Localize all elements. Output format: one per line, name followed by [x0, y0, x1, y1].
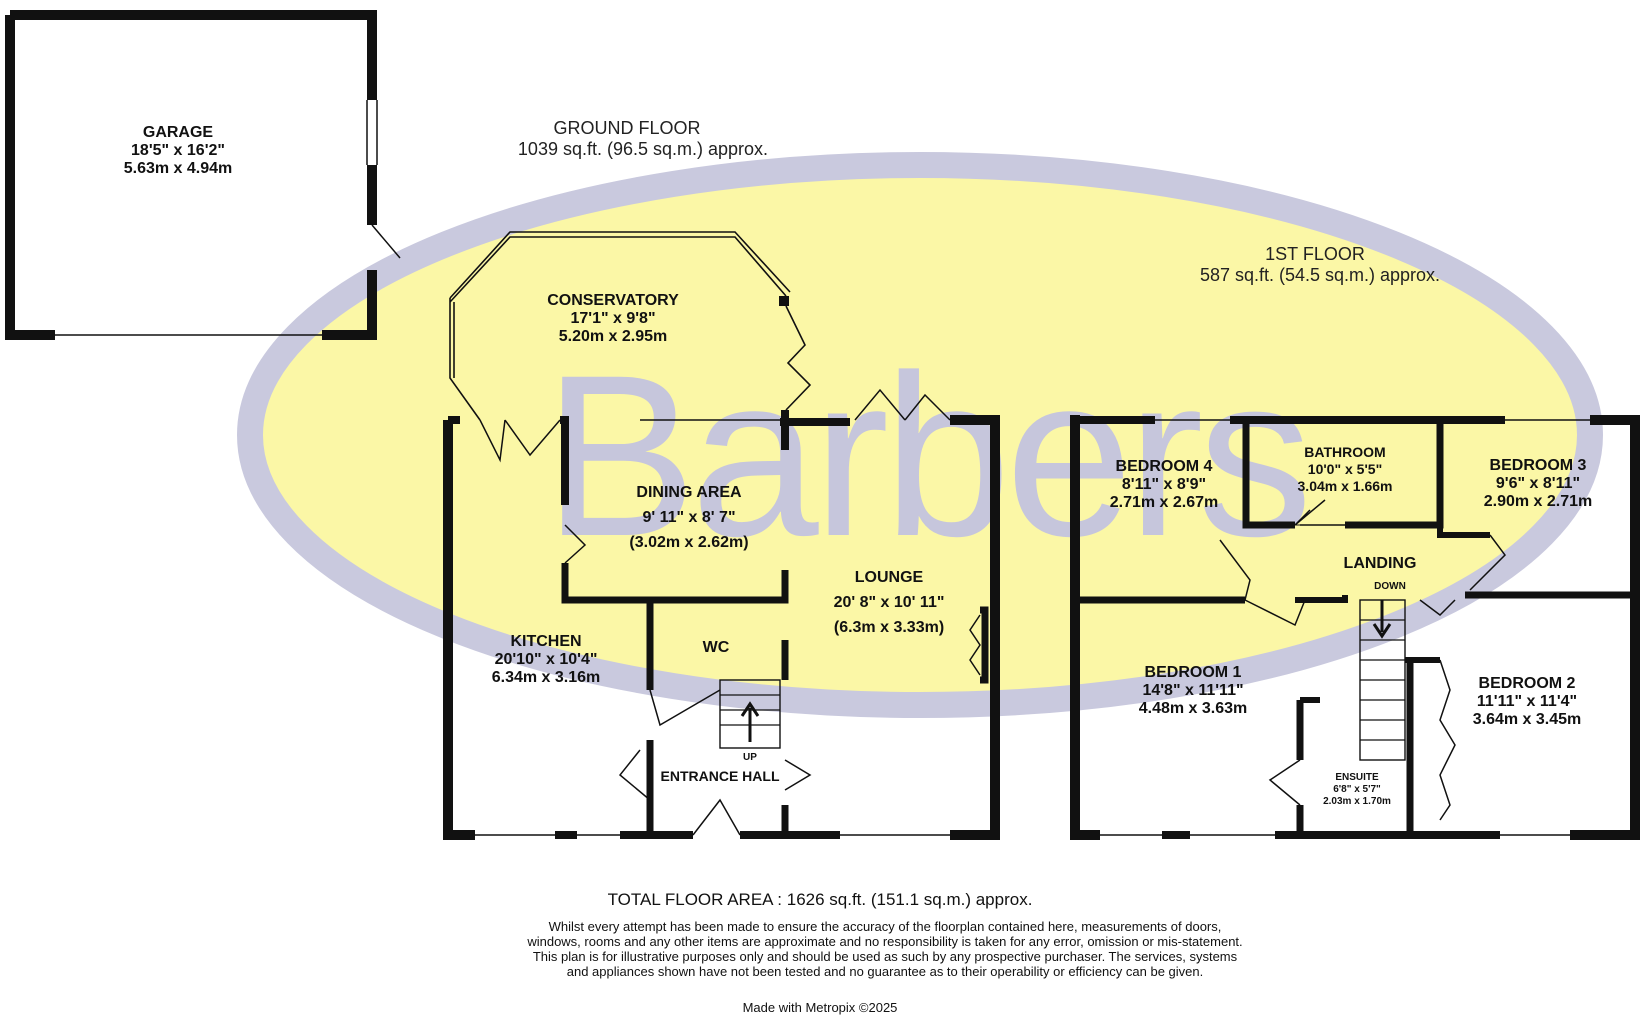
landing-name: LANDING	[1344, 555, 1417, 572]
room-label-lounge: LOUNGE 20' 8" x 10' 11" (6.3m x 3.33m)	[834, 569, 945, 636]
garage-walls	[5, 10, 401, 340]
lounge-imperial: 20' 8" x 10' 11"	[834, 594, 945, 611]
bathroom-metric: 3.04m x 1.66m	[1298, 478, 1393, 494]
bedroom3-metric: 2.90m x 2.71m	[1484, 493, 1593, 510]
watermark-ellipse	[237, 152, 1603, 718]
bedroom4-name: BEDROOM 4	[1116, 458, 1213, 475]
lounge-metric: (6.3m x 3.33m)	[834, 619, 944, 636]
lounge-name: LOUNGE	[855, 569, 924, 586]
ensuite-name: ENSUITE	[1335, 772, 1379, 783]
bedroom3-name: BEDROOM 3	[1490, 457, 1587, 474]
bedroom3-imperial: 9'6" x 8'11"	[1496, 475, 1580, 492]
ground-floor-area: 1039 sq.ft. (96.5 sq.m.) approx.	[518, 139, 768, 159]
room-label-bedroom4: BEDROOM 4 8'11" x 8'9" 2.71m x 2.67m	[1110, 458, 1219, 511]
conservatory-imperial: 17'1" x 9'8"	[570, 310, 655, 327]
dining-metric: (3.02m x 2.62m)	[629, 534, 748, 551]
first-floor-title: 1ST FLOOR	[1265, 244, 1365, 264]
entrance-hall-name: ENTRANCE HALL	[661, 768, 780, 784]
ground-floor-walls	[443, 388, 1000, 840]
conservatory-walls	[449, 231, 812, 421]
wc-name: WC	[703, 639, 730, 656]
room-label-ensuite: ENSUITE 6'8" x 5'7" 2.03m x 1.70m	[1323, 772, 1391, 807]
room-label-bathroom: BATHROOM 10'0" x 5'5" 3.04m x 1.66m	[1298, 444, 1393, 494]
bedroom2-imperial: 11'11" x 11'4"	[1477, 693, 1577, 710]
room-label-bedroom3: BEDROOM 3 9'6" x 8'11" 2.90m x 2.71m	[1484, 457, 1593, 510]
ensuite-imperial: 6'8" x 5'7"	[1333, 784, 1381, 795]
kitchen-name: KITCHEN	[510, 633, 581, 650]
first-floor-walls	[1070, 415, 1640, 840]
garage-imperial: 18'5" x 16'2"	[131, 142, 225, 159]
disclaimer-text: Whilst every attempt has been made to en…	[527, 919, 1243, 979]
bedroom4-imperial: 8'11" x 8'9"	[1122, 476, 1206, 493]
bedroom2-metric: 3.64m x 3.45m	[1473, 711, 1582, 728]
kitchen-imperial: 20'10" x 10'4"	[495, 651, 598, 668]
ensuite-metric: 2.03m x 1.70m	[1323, 796, 1391, 807]
bedroom4-metric: 2.71m x 2.67m	[1110, 494, 1219, 511]
garage-name: GARAGE	[143, 124, 214, 141]
room-label-bedroom2: BEDROOM 2 11'11" x 11'4" 3.64m x 3.45m	[1473, 675, 1582, 728]
bedroom2-name: BEDROOM 2	[1479, 675, 1576, 692]
hall-stair-label: UP	[743, 752, 757, 763]
first-floor-area: 587 sq.ft. (54.5 sq.m.) approx.	[1200, 265, 1440, 285]
room-label-conservatory: CONSERVATORY 17'1" x 9'8" 5.20m x 2.95m	[547, 292, 679, 345]
bathroom-name: BATHROOM	[1304, 444, 1385, 460]
bedroom1-name: BEDROOM 1	[1145, 664, 1242, 681]
dining-name: DINING AREA	[636, 484, 742, 501]
barbers-watermark: Barbers	[237, 152, 1603, 718]
bedroom1-imperial: 14'8" x 11'11"	[1142, 682, 1243, 699]
room-label-garage: GARAGE 18'5" x 16'2" 5.63m x 4.94m	[124, 124, 233, 177]
room-label-dining: DINING AREA 9' 11" x 8' 7" (3.02m x 2.62…	[629, 484, 748, 551]
made-with-credit: Made with Metropix ©2025	[742, 1000, 898, 1015]
watermark-text: Barbers	[543, 327, 1306, 584]
kitchen-metric: 6.34m x 3.16m	[492, 669, 601, 686]
garage-metric: 5.63m x 4.94m	[124, 160, 233, 177]
conservatory-metric: 5.20m x 2.95m	[559, 328, 668, 345]
dining-imperial: 9' 11" x 8' 7"	[642, 509, 735, 526]
bedroom1-metric: 4.48m x 3.63m	[1139, 700, 1248, 717]
landing-stair-label: DOWN	[1374, 581, 1406, 592]
ground-floor-title: GROUND FLOOR	[553, 118, 700, 138]
room-label-kitchen: KITCHEN 20'10" x 10'4" 6.34m x 3.16m	[492, 633, 601, 686]
room-label-bedroom1: BEDROOM 1 14'8" x 11'11" 4.48m x 3.63m	[1139, 664, 1248, 717]
bathroom-imperial: 10'0" x 5'5"	[1308, 461, 1382, 477]
conservatory-name: CONSERVATORY	[547, 292, 679, 309]
total-floor-area: TOTAL FLOOR AREA : 1626 sq.ft. (151.1 sq…	[607, 890, 1033, 909]
